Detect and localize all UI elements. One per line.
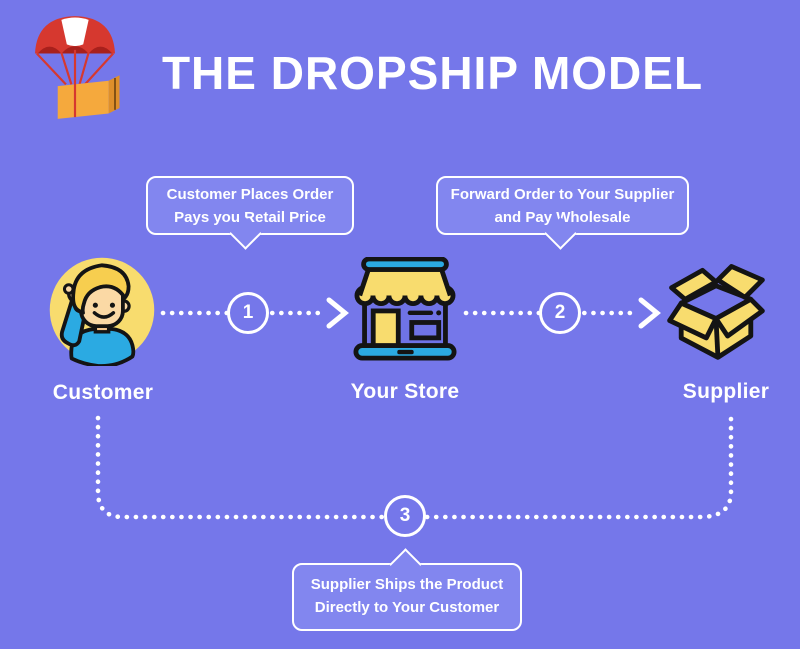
step-circle-1: 1 <box>227 292 269 334</box>
supplier-label: Supplier <box>682 380 770 403</box>
callout-step2-line1: Forward Order to Your Supplier <box>450 186 675 203</box>
callout-bubble-step1: Customer Places Order Pays you Retail Pr… <box>146 176 354 250</box>
callout-bubble-step2: Forward Order to Your Supplier and Pay W… <box>436 176 689 250</box>
callout-step1-line1: Customer Places Order <box>166 186 334 203</box>
arrowhead-step2 <box>638 297 661 329</box>
storefront-icon <box>353 257 457 361</box>
customer-label: Customer <box>52 381 154 404</box>
callout-bubble-step3: Supplier Ships the Product Directly to Y… <box>292 548 522 631</box>
parachute-package-icon <box>35 16 120 119</box>
step-circle-2: 2 <box>539 292 581 334</box>
callout-step2-line2: and Pay Wholesale <box>494 208 631 226</box>
step-number-2: 2 <box>554 302 566 323</box>
callout-step1-line2: Pays you Retail Price <box>174 208 326 226</box>
open-box-icon <box>667 264 765 360</box>
callout-step3-line1: Supplier Ships the Product <box>310 576 504 593</box>
customer-avatar-icon <box>49 257 155 366</box>
your-store-label: Your Store <box>350 380 460 403</box>
page-title: THE DROPSHIP MODEL <box>161 47 704 99</box>
step-number-3: 3 <box>399 505 411 526</box>
callout-step3-line2: Directly to Your Customer <box>314 598 500 616</box>
step-circle-3: 3 <box>384 495 426 537</box>
step-number-1: 1 <box>242 302 254 323</box>
arrowhead-step1 <box>326 297 349 329</box>
